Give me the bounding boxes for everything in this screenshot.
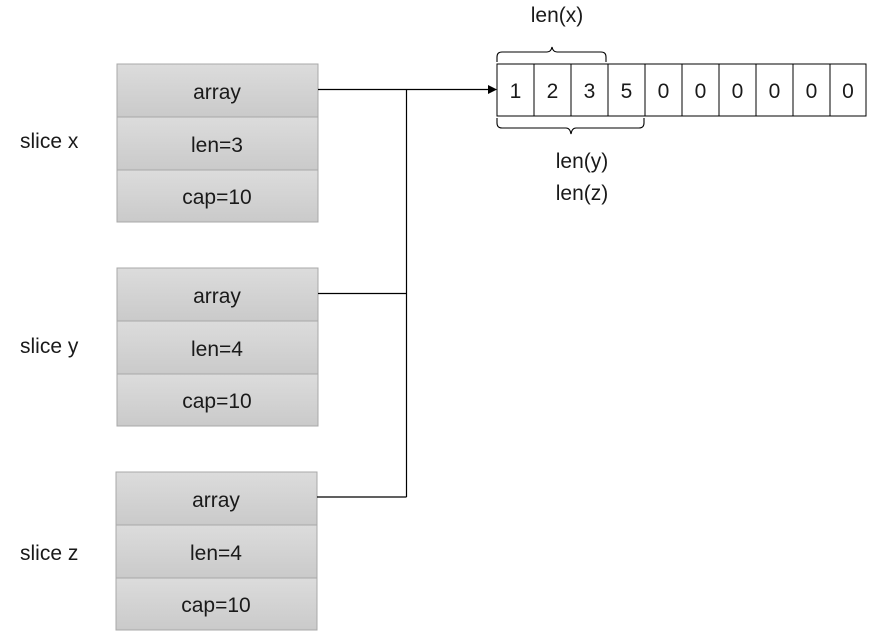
slice-z-len-text: len=4: [190, 542, 242, 565]
array-cell: 2: [533, 63, 572, 117]
array-cell-value: 0: [658, 80, 670, 103]
array-cell-value: 0: [842, 80, 854, 103]
slice-x-len-field: [116, 116, 319, 171]
slice-y: slice y array len=4 cap=10: [20, 267, 319, 427]
slice-z-len-field: [115, 524, 318, 579]
array-cell: 0: [681, 63, 720, 117]
slice-x: slice x array len=3 cap=10: [20, 63, 319, 223]
slice-y-label: slice y: [20, 335, 79, 358]
len-x-label: len(x): [531, 4, 584, 27]
slice-y-array-field: [116, 267, 319, 322]
slice-x-array-text: array: [193, 81, 241, 104]
array-cell-value: 1: [510, 80, 522, 103]
array-cell-value: 0: [769, 80, 781, 103]
arrow-head: [488, 85, 497, 94]
slice-z-cap-field: [115, 577, 318, 631]
slice-x-array-field: [116, 63, 319, 118]
slice-x-cap-field: [116, 169, 319, 223]
array-cell-value: 0: [732, 80, 744, 103]
len-z-label: len(z): [556, 182, 609, 205]
len-x-brace: [496, 46, 607, 62]
slice-z: slice z array len=4 cap=10: [20, 471, 318, 631]
array-cell: 3: [570, 63, 609, 117]
slice-y-len-text: len=4: [191, 338, 243, 361]
array-cell-value: 0: [806, 80, 818, 103]
backing-array: 1 2 3 5 0 0 0 0: [496, 63, 867, 117]
slice-y-array-text: array: [193, 285, 241, 308]
array-cell-value: 2: [547, 80, 559, 103]
len-y-label: len(y): [556, 150, 609, 173]
array-cell: 0: [792, 63, 831, 117]
array-cell: 0: [644, 63, 683, 117]
slice-z-array-text: array: [192, 489, 240, 512]
slice-z-label: slice z: [20, 542, 78, 565]
array-cell-value: 5: [621, 80, 633, 103]
array-cell: 0: [718, 63, 757, 117]
array-cell: 0: [829, 63, 867, 117]
slice-y-cap-field: [116, 373, 319, 427]
slice-z-cap-text: cap=10: [181, 594, 250, 617]
len-y-z-brace: [496, 118, 645, 135]
array-cell-value: 0: [695, 80, 707, 103]
array-cell: 1: [496, 63, 535, 117]
array-cell-value: 3: [584, 80, 596, 103]
array-cell: 5: [607, 63, 646, 117]
slice-x-label: slice x: [20, 130, 79, 153]
slice-y-cap-text: cap=10: [182, 390, 251, 413]
pointer-connectors: [317, 88, 490, 498]
slice-x-len-text: len=3: [191, 134, 243, 157]
array-cell: 0: [755, 63, 794, 117]
slice-x-cap-text: cap=10: [182, 186, 251, 209]
slice-y-len-field: [116, 320, 319, 375]
